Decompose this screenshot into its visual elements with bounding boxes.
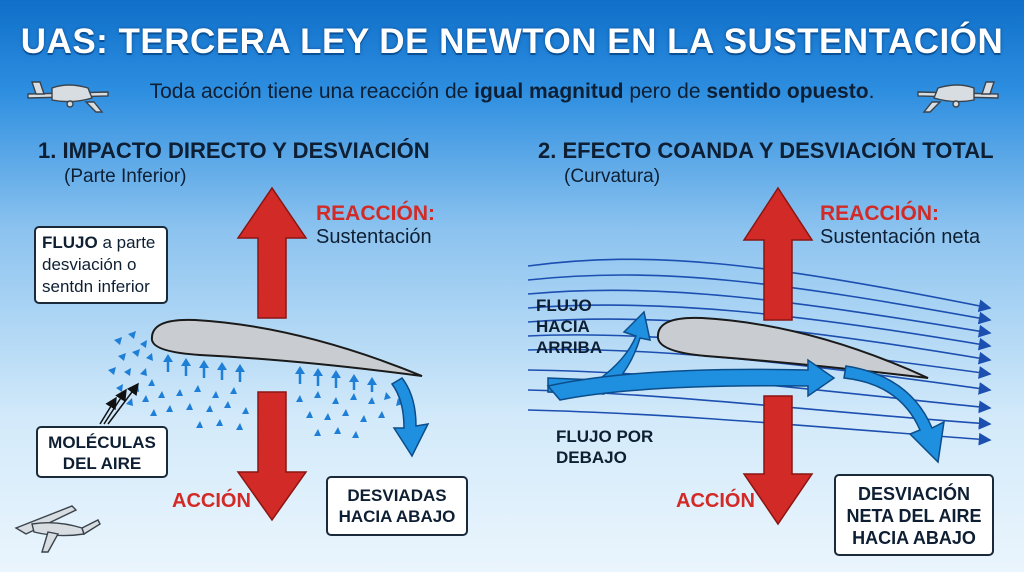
- subtitle-part: pero de: [623, 80, 707, 103]
- reaction-arrow-2: [742, 186, 814, 321]
- subtitle-part: .: [868, 80, 875, 103]
- reaction-sub-2: Sustentación neta: [820, 226, 981, 248]
- section-2-title: 2. EFECTO COANDA Y DESVIACIÓN TOTAL: [538, 138, 994, 163]
- net-deflection-arrow: [843, 365, 945, 464]
- action-label-2: ACCIÓN: [676, 490, 755, 512]
- flow-info-box: FLUJO a parte desviación o sentdn inferi…: [34, 226, 168, 304]
- section-1-title: 1. IMPACTO DIRECTO Y DESVIACIÓN: [38, 138, 430, 163]
- subtitle-part: Toda acción tiene una reacción de: [149, 80, 475, 103]
- flow-box-text: a parte desviación o sentdn inferior: [42, 233, 156, 296]
- deflected-box: DESVIADAS HACIA ABAJO: [326, 476, 468, 536]
- flow-box-bold: FLUJO: [42, 233, 98, 252]
- action-label-1: ACCIÓN: [172, 490, 251, 512]
- reaction-label-1: REACCIÓN:: [316, 202, 435, 225]
- drone-icon: [917, 81, 999, 113]
- scattered-molecules: [176, 385, 409, 438]
- net-deflection-box: DESVIACIÓN NETA DEL AIRE HACIA ABAJO: [834, 474, 994, 556]
- airfoil-1: [150, 318, 423, 377]
- upward-molecules: [163, 354, 377, 392]
- deflected-flow-arrow: [390, 377, 430, 458]
- action-arrow-1: [236, 391, 308, 522]
- reaction-arrow-1: [236, 186, 308, 319]
- drone-icon: [14, 505, 101, 553]
- reaction-label-2: REACCIÓN:: [820, 202, 939, 225]
- reaction-sub-1: Sustentación: [316, 226, 432, 248]
- molecules-box: MOLÉCULAS DEL AIRE: [36, 426, 168, 478]
- flow-below-label: FLUJO POR DEBAJO: [556, 427, 654, 467]
- section-1-subtitle: (Parte Inferior): [64, 166, 187, 187]
- flow-below-arrow: [546, 358, 836, 401]
- subtitle-emphasis-1: igual magnitud: [474, 80, 624, 103]
- flow-up-label: FLUJO HACIA ARRIBA: [536, 296, 603, 357]
- page-title: UAS: TERCERA LEY DE NEWTON EN LA SUSTENT…: [20, 22, 1004, 61]
- subtitle-emphasis-2: sentido opuesto: [706, 80, 869, 103]
- air-molecules: [108, 331, 173, 416]
- airfoil-2: [656, 316, 929, 379]
- section-2-subtitle: (Curvatura): [564, 166, 661, 187]
- page-subtitle: Toda acción tiene una reacción de igual …: [0, 80, 1024, 104]
- action-arrow-2: [742, 395, 814, 526]
- drone-icon: [27, 81, 109, 113]
